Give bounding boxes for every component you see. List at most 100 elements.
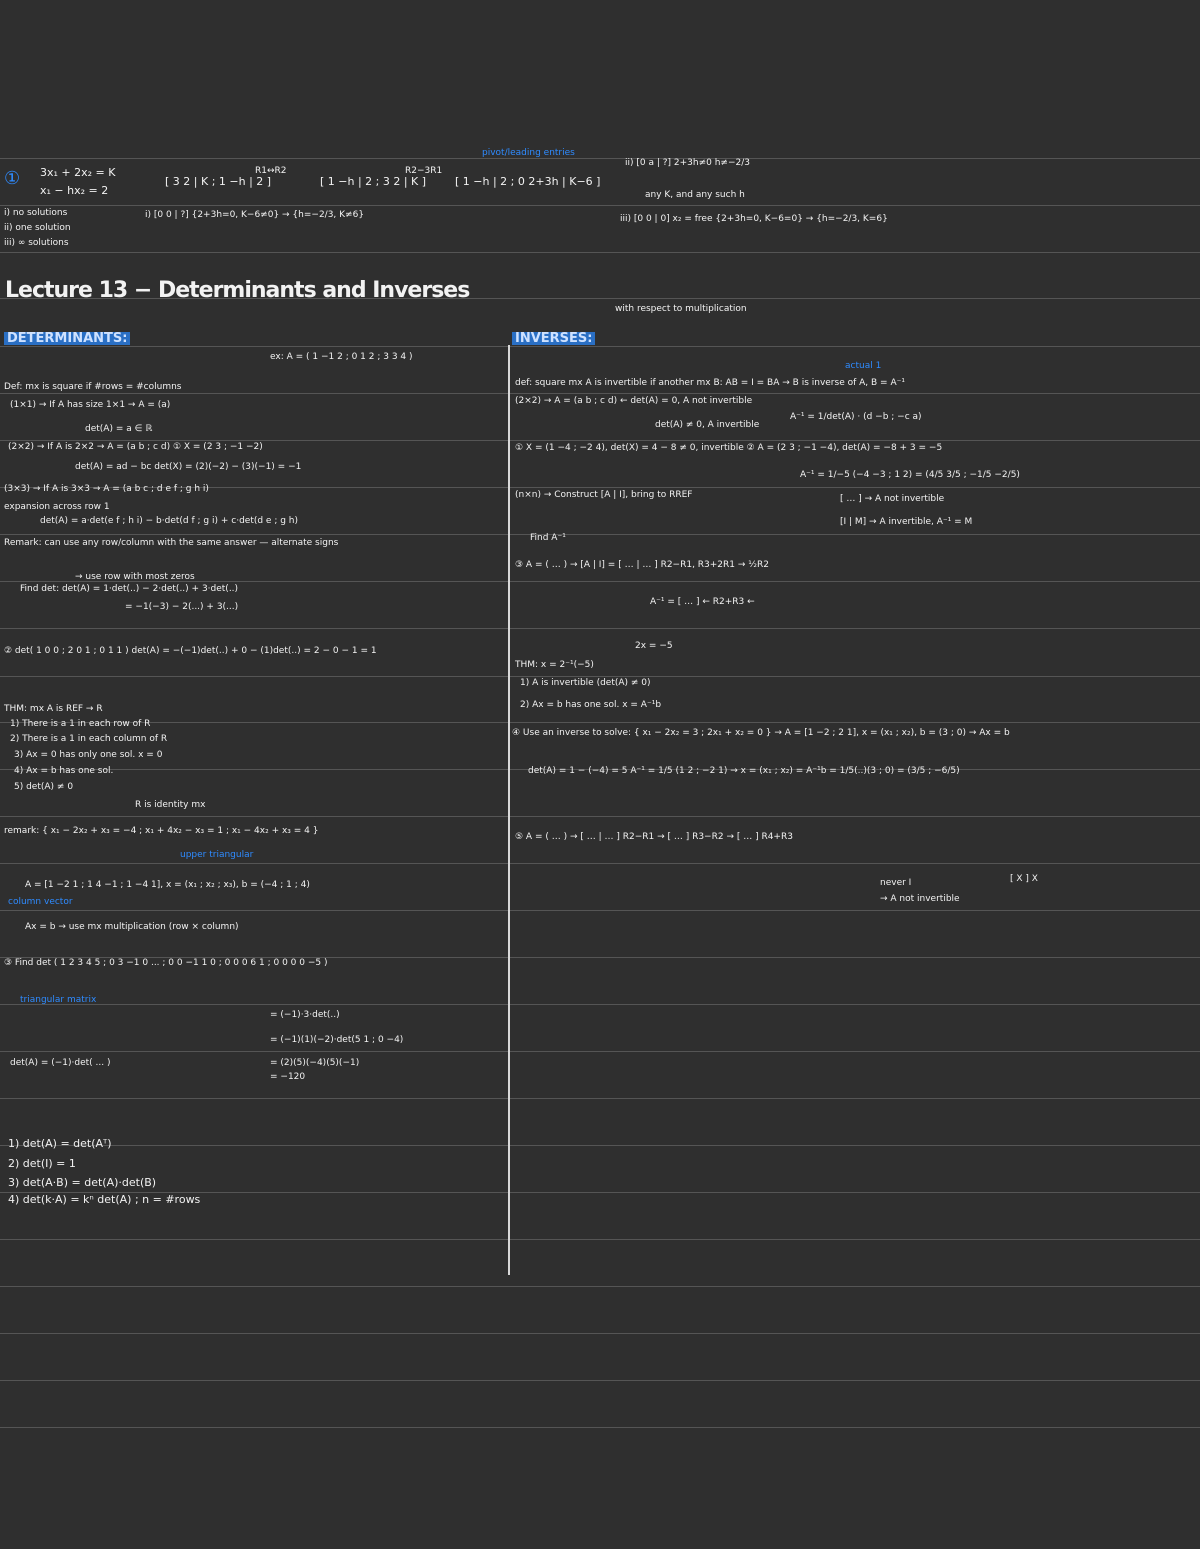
property: 4) det(k·A) = kⁿ det(A) ; n = #rows bbox=[8, 1193, 201, 1206]
note-line: remark: { x₁ − 2x₂ + x₃ = −4 ; x₁ + 4x₂ … bbox=[4, 826, 319, 836]
note-line: (n×n) → Construct [A | I], bring to RREF bbox=[515, 490, 693, 500]
note-line: [ X ] X bbox=[1010, 874, 1038, 884]
rule bbox=[0, 816, 1200, 817]
case-work: i) [0 0 | ?] {2+3h=0, K−6≠0} → {h=−2/3, … bbox=[145, 210, 365, 220]
note-line: Find A⁻¹ bbox=[530, 533, 566, 543]
note-line: Def: mx is square if #rows = #columns bbox=[4, 382, 182, 392]
rule bbox=[0, 205, 1200, 206]
rule bbox=[0, 346, 1200, 347]
note-line: ① X = (1 −4 ; −2 4), det(X) = 4 − 8 ≠ 0,… bbox=[515, 443, 943, 453]
page-title: Lecture 13 − Determinants and Inverses bbox=[5, 278, 470, 303]
note-line: 1) There is a 1 in each row of R bbox=[10, 719, 151, 729]
column-divider bbox=[508, 345, 510, 1275]
note-line: det(A) = 1 − (−4) = 5 A⁻¹ = 1/5 (1 2 ; −… bbox=[528, 766, 960, 776]
section-heading: DETERMINANTS: bbox=[4, 332, 131, 345]
case: ii) one solution bbox=[4, 223, 71, 233]
note-line: expansion across row 1 bbox=[4, 502, 110, 512]
note-line: 2x = −5 bbox=[635, 641, 673, 651]
note-line: det(A) ≠ 0, A invertible bbox=[655, 420, 760, 430]
blue-note: actual 1 bbox=[845, 361, 882, 371]
case-work: iii) [0 0 | 0] x₂ = free {2+3h=0, K−6=0}… bbox=[620, 214, 888, 224]
note-line: ④ Use an inverse to solve: { x₁ − 2x₂ = … bbox=[512, 728, 1010, 738]
note-line: (2×2) → A = (a b ; c d) ← det(A) = 0, A … bbox=[515, 396, 753, 406]
rule bbox=[0, 1051, 1200, 1052]
rule bbox=[0, 1380, 1200, 1381]
case: i) no solutions bbox=[4, 208, 68, 218]
equation: x₁ − hx₂ = 2 bbox=[40, 184, 109, 197]
rule bbox=[0, 252, 1200, 253]
property: 1) det(A) = det(Aᵀ) bbox=[8, 1137, 112, 1150]
note-line: A⁻¹ = 1/det(A) · (d −b ; −c a) bbox=[790, 412, 922, 422]
note-line: R is identity mx bbox=[135, 800, 206, 810]
note-line: ex: A = ( 1 −1 2 ; 0 1 2 ; 3 3 4 ) bbox=[270, 352, 413, 362]
rule bbox=[0, 722, 1200, 723]
note-line: Ax = b → use mx multiplication (row × co… bbox=[25, 922, 239, 932]
note-line: (3×3) → If A is 3×3 → A = (a b c ; d e f… bbox=[4, 484, 209, 494]
problem-number: ① bbox=[4, 168, 21, 189]
rule bbox=[0, 910, 1200, 911]
rule bbox=[0, 298, 1200, 299]
rule bbox=[0, 863, 1200, 864]
rule bbox=[0, 1239, 1200, 1240]
rule bbox=[0, 1192, 1200, 1193]
note-line: Remark: can use any row/column with the … bbox=[4, 538, 339, 548]
row-op: R1↔R2 bbox=[255, 166, 287, 176]
note-line: 5) det(A) ≠ 0 bbox=[14, 782, 74, 792]
rule bbox=[0, 1145, 1200, 1146]
property: 3) det(A·B) = det(A)·det(B) bbox=[8, 1176, 157, 1189]
rule bbox=[0, 581, 1200, 582]
matrix: [ 1 −h | 2 ; 0 2+3h | K−6 ] bbox=[455, 175, 601, 188]
note-line: A = [1 −2 1 ; 1 4 −1 ; 1 −4 1], x = (x₁ … bbox=[25, 880, 310, 890]
property: 2) det(I) = 1 bbox=[8, 1157, 76, 1170]
note-line: [I | M] → A invertible, A⁻¹ = M bbox=[840, 517, 973, 527]
rule bbox=[0, 1004, 1200, 1005]
note-line: → use row with most zeros bbox=[75, 572, 195, 582]
note-line: Find det: det(A) = 1·det(..) − 2·det(..)… bbox=[20, 584, 239, 594]
note-line: det(A) = a ∈ ℝ bbox=[85, 424, 153, 434]
rule bbox=[0, 393, 1200, 394]
note-line: = (2)(5)(−4)(5)(−1) bbox=[270, 1058, 360, 1068]
note-line: 2) There is a 1 in each column of R bbox=[10, 734, 168, 744]
matrix: [ 3 2 | K ; 1 −h | 2 ] bbox=[165, 175, 272, 188]
note-line: ⑤ A = ( … ) → [ … | … ] R2−R1 → [ … ] R3… bbox=[515, 832, 793, 842]
note-line: [ … ] → A not invertible bbox=[840, 494, 945, 504]
row-op: R2−3R1 bbox=[405, 166, 443, 176]
note-line: = (−1)·3·det(..) bbox=[270, 1010, 340, 1020]
note-line: = −120 bbox=[270, 1072, 306, 1082]
blue-note: column vector bbox=[8, 897, 73, 907]
note-line: 1) A is invertible (det(A) ≠ 0) bbox=[520, 678, 651, 688]
rule bbox=[0, 487, 1200, 488]
note-line: THM: x = 2⁻¹(−5) bbox=[515, 660, 594, 670]
rule bbox=[0, 1333, 1200, 1334]
blue-note: triangular matrix bbox=[20, 995, 97, 1005]
note: with respect to multiplication bbox=[615, 304, 747, 314]
note-line: never I bbox=[880, 878, 912, 888]
note-line: A⁻¹ = [ … ] ← R2+R3 ← bbox=[650, 597, 755, 607]
note-line: (2×2) → If A is 2×2 → A = (a b ; c d) ① … bbox=[8, 442, 263, 452]
rule bbox=[0, 158, 1200, 159]
note-line: det(A) = ad − bc det(X) = (2)(−2) − (3)(… bbox=[75, 462, 302, 472]
note-line: THM: mx A is REF → R bbox=[4, 704, 103, 714]
note: pivot/leading entries bbox=[482, 148, 575, 158]
rule bbox=[0, 1286, 1200, 1287]
note-line: def: square mx A is invertible if anothe… bbox=[515, 378, 905, 388]
rule bbox=[0, 628, 1200, 629]
note-line: 3) Ax = 0 has only one sol. x = 0 bbox=[14, 750, 163, 760]
note-line: 2) Ax = b has one sol. x = A⁻¹b bbox=[520, 700, 662, 710]
note-line: ② det( 1 0 0 ; 2 0 1 ; 0 1 1 ) det(A) = … bbox=[4, 646, 377, 656]
blue-note: upper triangular bbox=[180, 850, 254, 860]
note-line: 4) Ax = b has one sol. bbox=[14, 766, 114, 776]
rule bbox=[0, 957, 1200, 958]
note-line: det(A) = a·det(e f ; h i) − b·det(d f ; … bbox=[40, 516, 299, 526]
section-heading: INVERSES: bbox=[512, 332, 596, 345]
rule bbox=[0, 1427, 1200, 1428]
note-line: → A not invertible bbox=[880, 894, 960, 904]
equation: 3x₁ + 2x₂ = K bbox=[40, 166, 116, 179]
note-line: det(A) = (−1)·det( ... ) bbox=[10, 1058, 111, 1068]
rule bbox=[0, 534, 1200, 535]
case-work: ii) [0 a | ?] 2+3h≠0 h≠−2/3 bbox=[625, 158, 750, 168]
case: iii) ∞ solutions bbox=[4, 238, 69, 248]
note-line: = (−1)(1)(−2)·det(5 1 ; 0 −4) bbox=[270, 1035, 404, 1045]
note-line: ③ A = ( … ) → [A | I] = [ … | … ] R2−R1,… bbox=[515, 560, 769, 570]
note-line: A⁻¹ = 1/−5 (−4 −3 ; 1 2) = (4/5 3/5 ; −1… bbox=[800, 470, 1020, 480]
